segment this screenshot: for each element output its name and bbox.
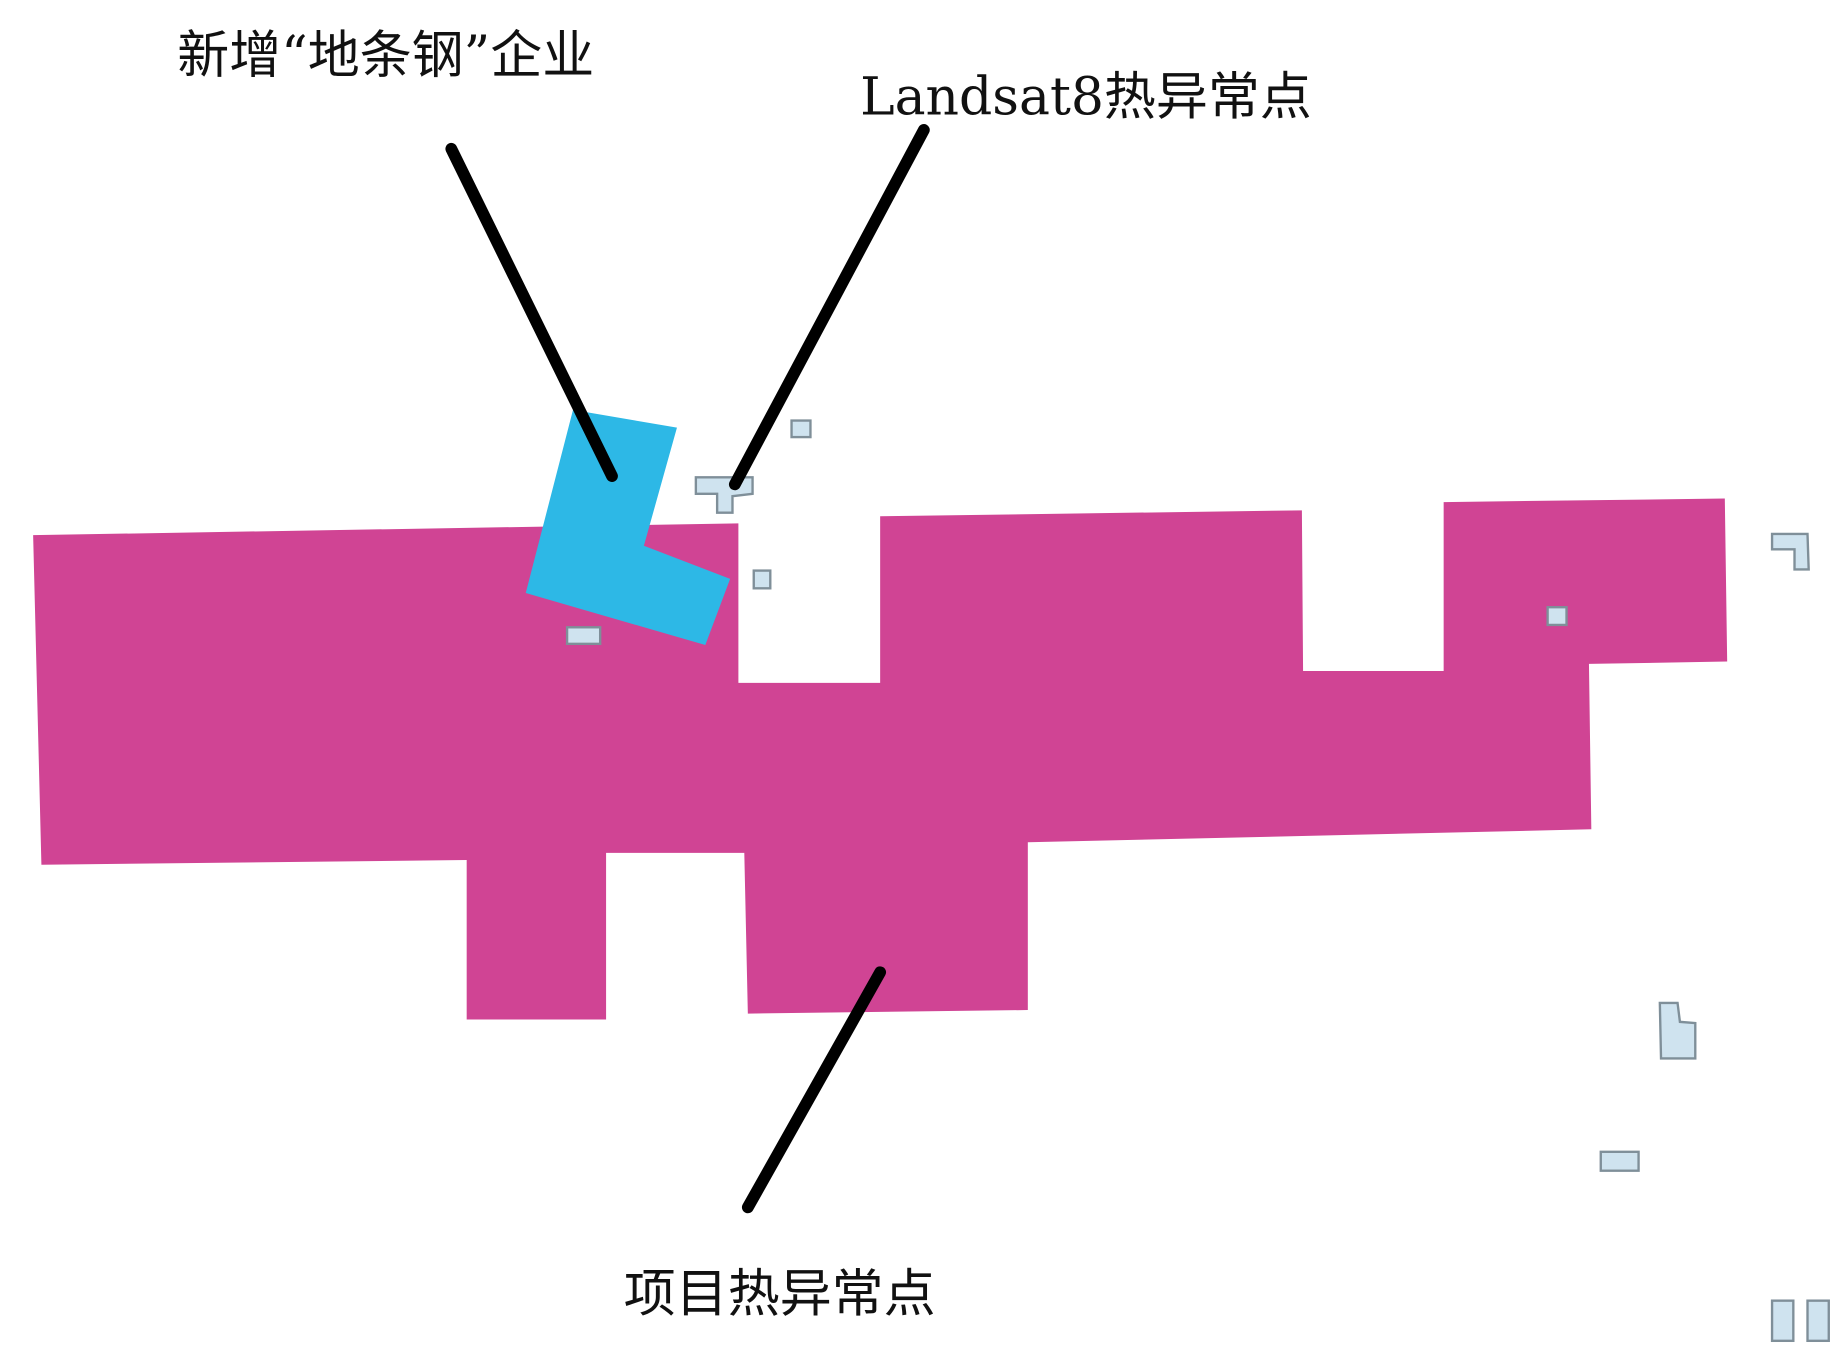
pointer-line-landsat <box>728 124 930 491</box>
landsat-hotspot <box>790 419 812 439</box>
landsat-hotspot <box>565 626 602 646</box>
new-enterprise-area <box>525 409 731 646</box>
landsat-hotspot <box>1546 606 1568 627</box>
landsat-hotspot <box>1806 1299 1830 1343</box>
landsat-hotspot <box>1770 1299 1795 1343</box>
project-hotspot-area <box>33 498 1728 1020</box>
landsat-hotspot <box>752 569 772 590</box>
pointer-line-project <box>741 966 887 1214</box>
landsat-hotspot <box>694 476 754 514</box>
label-project-hotspot: 项目热异常点 <box>624 1264 936 1324</box>
pointer-line-enterprise <box>445 142 618 482</box>
label-new-enterprise: 新增“地条钢”企业 <box>177 26 594 86</box>
landsat-hotspot <box>1658 1001 1697 1060</box>
label-landsat-hotspot: Landsat8热异常点 <box>860 68 1312 128</box>
landsat-hotspot <box>1599 1150 1640 1172</box>
landsat-hotspot <box>1770 532 1810 571</box>
